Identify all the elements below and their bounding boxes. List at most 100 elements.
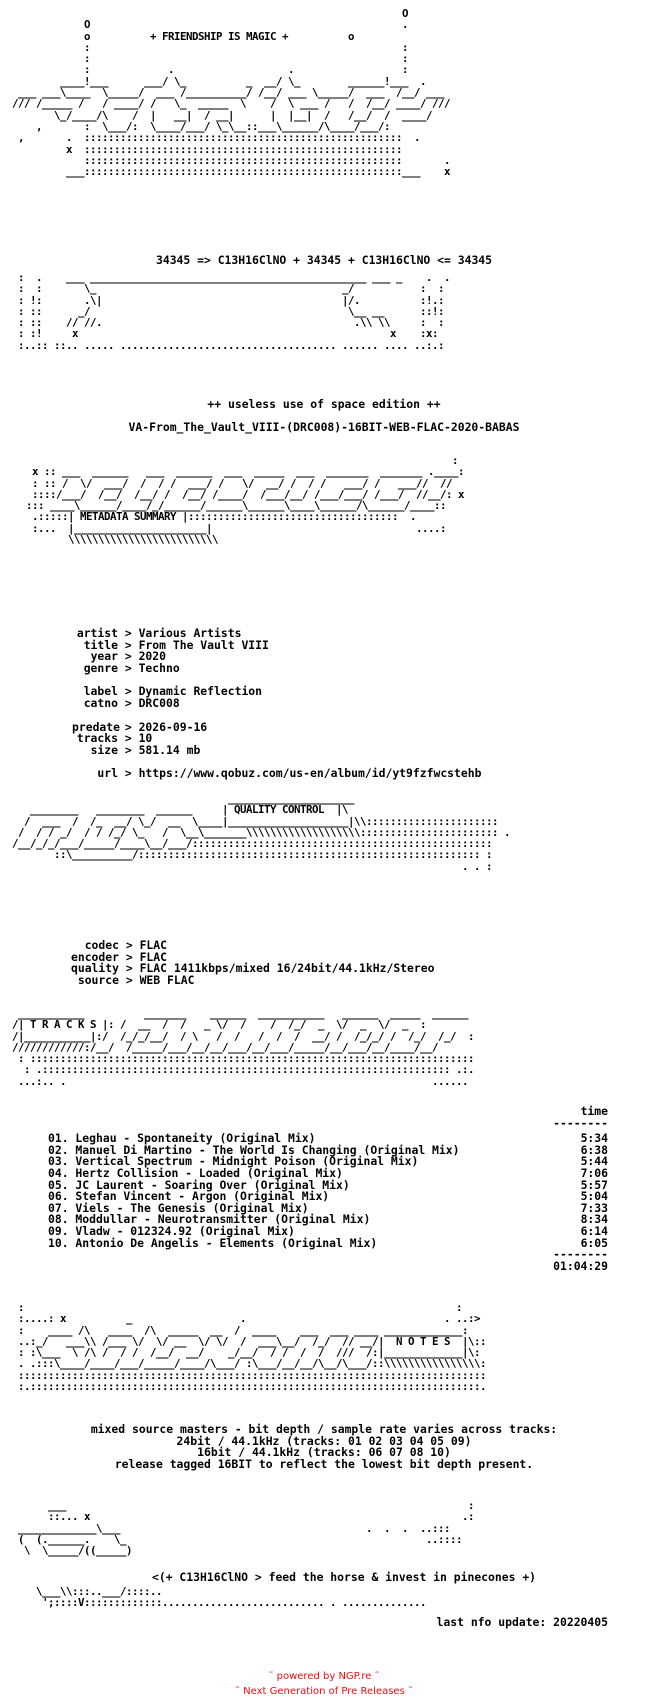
release-name: VA-From_The_Vault_VIII-(DRC008)-16BIT-WE…	[128, 420, 520, 434]
metadata-value: From The Vault VIII	[138, 637, 269, 652]
track-row: 07. Viels - The Genesis (Original Mix)7:…	[48, 1200, 608, 1215]
metadata-row-url: url > https://www.qobuz.com/us-en/album/…	[72, 768, 481, 780]
metadata-separator: >	[118, 637, 139, 652]
metadata-value: Various Artists	[138, 626, 242, 640]
metadata-separator: >	[118, 695, 139, 710]
quality-value: FLAC 1411kbps/mixed 16/24bit/44.1kHz/Ste…	[139, 961, 435, 976]
track-time: 6:14	[580, 1223, 608, 1238]
quality-key: quality	[70, 961, 119, 976]
metadata-key: title	[83, 637, 118, 652]
metadata-value: DRC008	[138, 695, 180, 710]
track-time: 5:44	[580, 1154, 608, 1169]
quality-row-source: source > WEB FLAC	[64, 972, 434, 987]
quality-separator: >	[119, 961, 140, 976]
quality-ascii-art: _____________________ ________ ________ …	[12, 792, 511, 873]
quality-separator: >	[119, 949, 140, 964]
track-row: 04. Hertz Collision - Loaded (Original M…	[48, 1165, 608, 1180]
footer-powered: ˜ powered by NGP.re ˜	[268, 1671, 380, 1682]
tracklist: time -------- 01. Leghau - Spontaneity (…	[48, 1104, 608, 1273]
notes-block: mixed source masters - bit depth / sampl…	[0, 1422, 648, 1471]
metadata-value: Techno	[138, 660, 180, 675]
quality-row-codec: codec > FLAC	[64, 938, 434, 952]
metadata-key: catno	[83, 695, 118, 710]
quality-row-quality: quality > FLAC 1411kbps/mixed 16/24bit/4…	[64, 963, 434, 975]
track-row: 03. Vertical Spectrum - Midnight Poison …	[48, 1156, 608, 1168]
total-time: 01:04:29	[553, 1258, 608, 1273]
track-title: 03. Vertical Spectrum - Midnight Poison …	[48, 1154, 419, 1169]
metadata-key: tracks	[76, 731, 118, 746]
track-title: 01. Leghau - Spontaneity (Original Mix)	[48, 1131, 316, 1146]
header-ascii-art: O O . o + FRIENDSHIP IS MAGIC + o : :	[12, 7, 451, 179]
metadata-title: METADATA SUMMARY	[80, 510, 177, 524]
track-row: 05. JC Laurent - Soaring Over (Original …	[48, 1177, 608, 1192]
track-time: 7:06	[580, 1165, 608, 1180]
metadata-separator: >	[118, 626, 139, 640]
metadata-row-tracks: tracks > 10	[72, 733, 481, 745]
note-line: 16bit / 44.1kHz (tracks: 06 07 08 10)	[197, 1445, 451, 1460]
metadata-separator: >	[118, 742, 139, 757]
tail-ascii-art: \___\\:::..___/::::.. ';::::V:::::::::::…	[36, 1585, 427, 1610]
track-row: 06. Stefan Vincent - Argon (Original Mix…	[48, 1191, 608, 1203]
footer-tagline: ˜ Next Generation of Pre Releases ˜	[235, 1686, 413, 1697]
metadata-value: 581.14 mb	[138, 742, 201, 757]
quality-key: source	[77, 972, 119, 987]
metadata-row-catno: catno > DRC008	[72, 695, 481, 710]
quality-key: encoder	[70, 949, 119, 964]
track-title: 06. Stefan Vincent - Argon (Original Mix…	[48, 1189, 330, 1204]
notes-ascii-art: : : :....: x _ . . ..:> : ____ /\ ____ /…	[18, 1301, 487, 1394]
metadata-key: url	[97, 766, 118, 781]
track-time: 5:57	[580, 1177, 608, 1192]
track-time: 5:04	[580, 1189, 608, 1204]
notes-title: N O T E S	[396, 1334, 451, 1348]
metadata-key: genre	[83, 660, 118, 675]
last-update: last nfo update: 20220405	[436, 1615, 608, 1629]
metadata-row-predate: predate > 2026-09-16	[72, 719, 481, 734]
track-time: 5:34	[580, 1131, 608, 1146]
metadata-row-label: label > Dynamic Reflection	[72, 686, 481, 698]
track-row: 09. Vladw - 012324.92 (Original Mix) 6:14	[48, 1223, 608, 1238]
track-row: 10. Antonio De Angelis - Elements (Origi…	[48, 1235, 608, 1250]
metadata-separator: >	[118, 731, 139, 746]
metadata-separator: >	[118, 719, 139, 734]
quality-row-encoder: encoder > FLAC	[64, 949, 434, 964]
track-title: 08. Moddullar - Neurotransmitter (Origin…	[48, 1212, 371, 1227]
track-time: 7:33	[580, 1200, 608, 1215]
frame-ascii-art: : . ___ ________________________________…	[18, 271, 451, 352]
time-rule: --------	[553, 1115, 608, 1130]
metadata-row-artist: artist > Various Artists	[72, 626, 481, 640]
quality-title: QUALITY CONTROL	[234, 803, 325, 817]
metadata-value: 2020	[138, 649, 167, 664]
track-row: 08. Moddullar - Neurotransmitter (Origin…	[48, 1214, 608, 1226]
quality-separator: >	[119, 972, 140, 987]
metadata-separator: >	[118, 649, 139, 664]
track-title: 09. Vladw - 012324.92 (Original Mix)	[48, 1223, 295, 1238]
metadata-key: predate	[72, 719, 121, 734]
metadata-separator: >	[118, 660, 139, 675]
metadata-key: artist	[76, 626, 118, 640]
track-row: 02. Manuel Di Martino - The World Is Cha…	[48, 1144, 608, 1157]
metadata-row-year: year > 2020	[72, 651, 481, 663]
quality-value: FLAC	[139, 949, 168, 964]
metadata-row-genre: genre > Techno	[72, 660, 481, 675]
note-line: mixed source masters - bit depth / sampl…	[90, 1422, 558, 1436]
quality-key: codec	[84, 938, 119, 952]
tracks-ascii-art: ___________ _______ ______ ___________ _…	[12, 1007, 475, 1088]
metadata-key: size	[90, 742, 118, 757]
track-row: 01. Leghau - Spontaneity (Original Mix) 5…	[48, 1133, 608, 1145]
track-title: 05. JC Laurent - Soaring Over (Original …	[48, 1177, 350, 1192]
track-title: 10. Antonio De Angelis - Elements (Origi…	[48, 1235, 378, 1250]
formula-line: 34345 => C13H16ClNO + 34345 + C13H16ClNO…	[155, 253, 493, 267]
metadata-value[interactable]: https://www.qobuz.com/us-en/album/id/yt9…	[138, 766, 482, 781]
note-line: release tagged 16BIT to reflect the lowe…	[114, 1456, 534, 1471]
metadata-value: Dynamic Reflection	[138, 684, 263, 699]
metadata-separator: >	[118, 766, 139, 781]
pony-ascii-art: ___ : ::... x .: _____________\___	[18, 1499, 475, 1558]
tagline: <(+ C13H16ClNO > feed the horse & invest…	[152, 1570, 537, 1584]
quality-value: WEB FLAC	[139, 972, 195, 987]
time-header: time	[580, 1104, 608, 1118]
track-time: 6:05	[580, 1235, 608, 1250]
metadata-ascii-art: : x :: ___ ______ ___ ______ ___ _____ _…	[26, 454, 465, 547]
quality-value: FLAC	[139, 938, 168, 952]
